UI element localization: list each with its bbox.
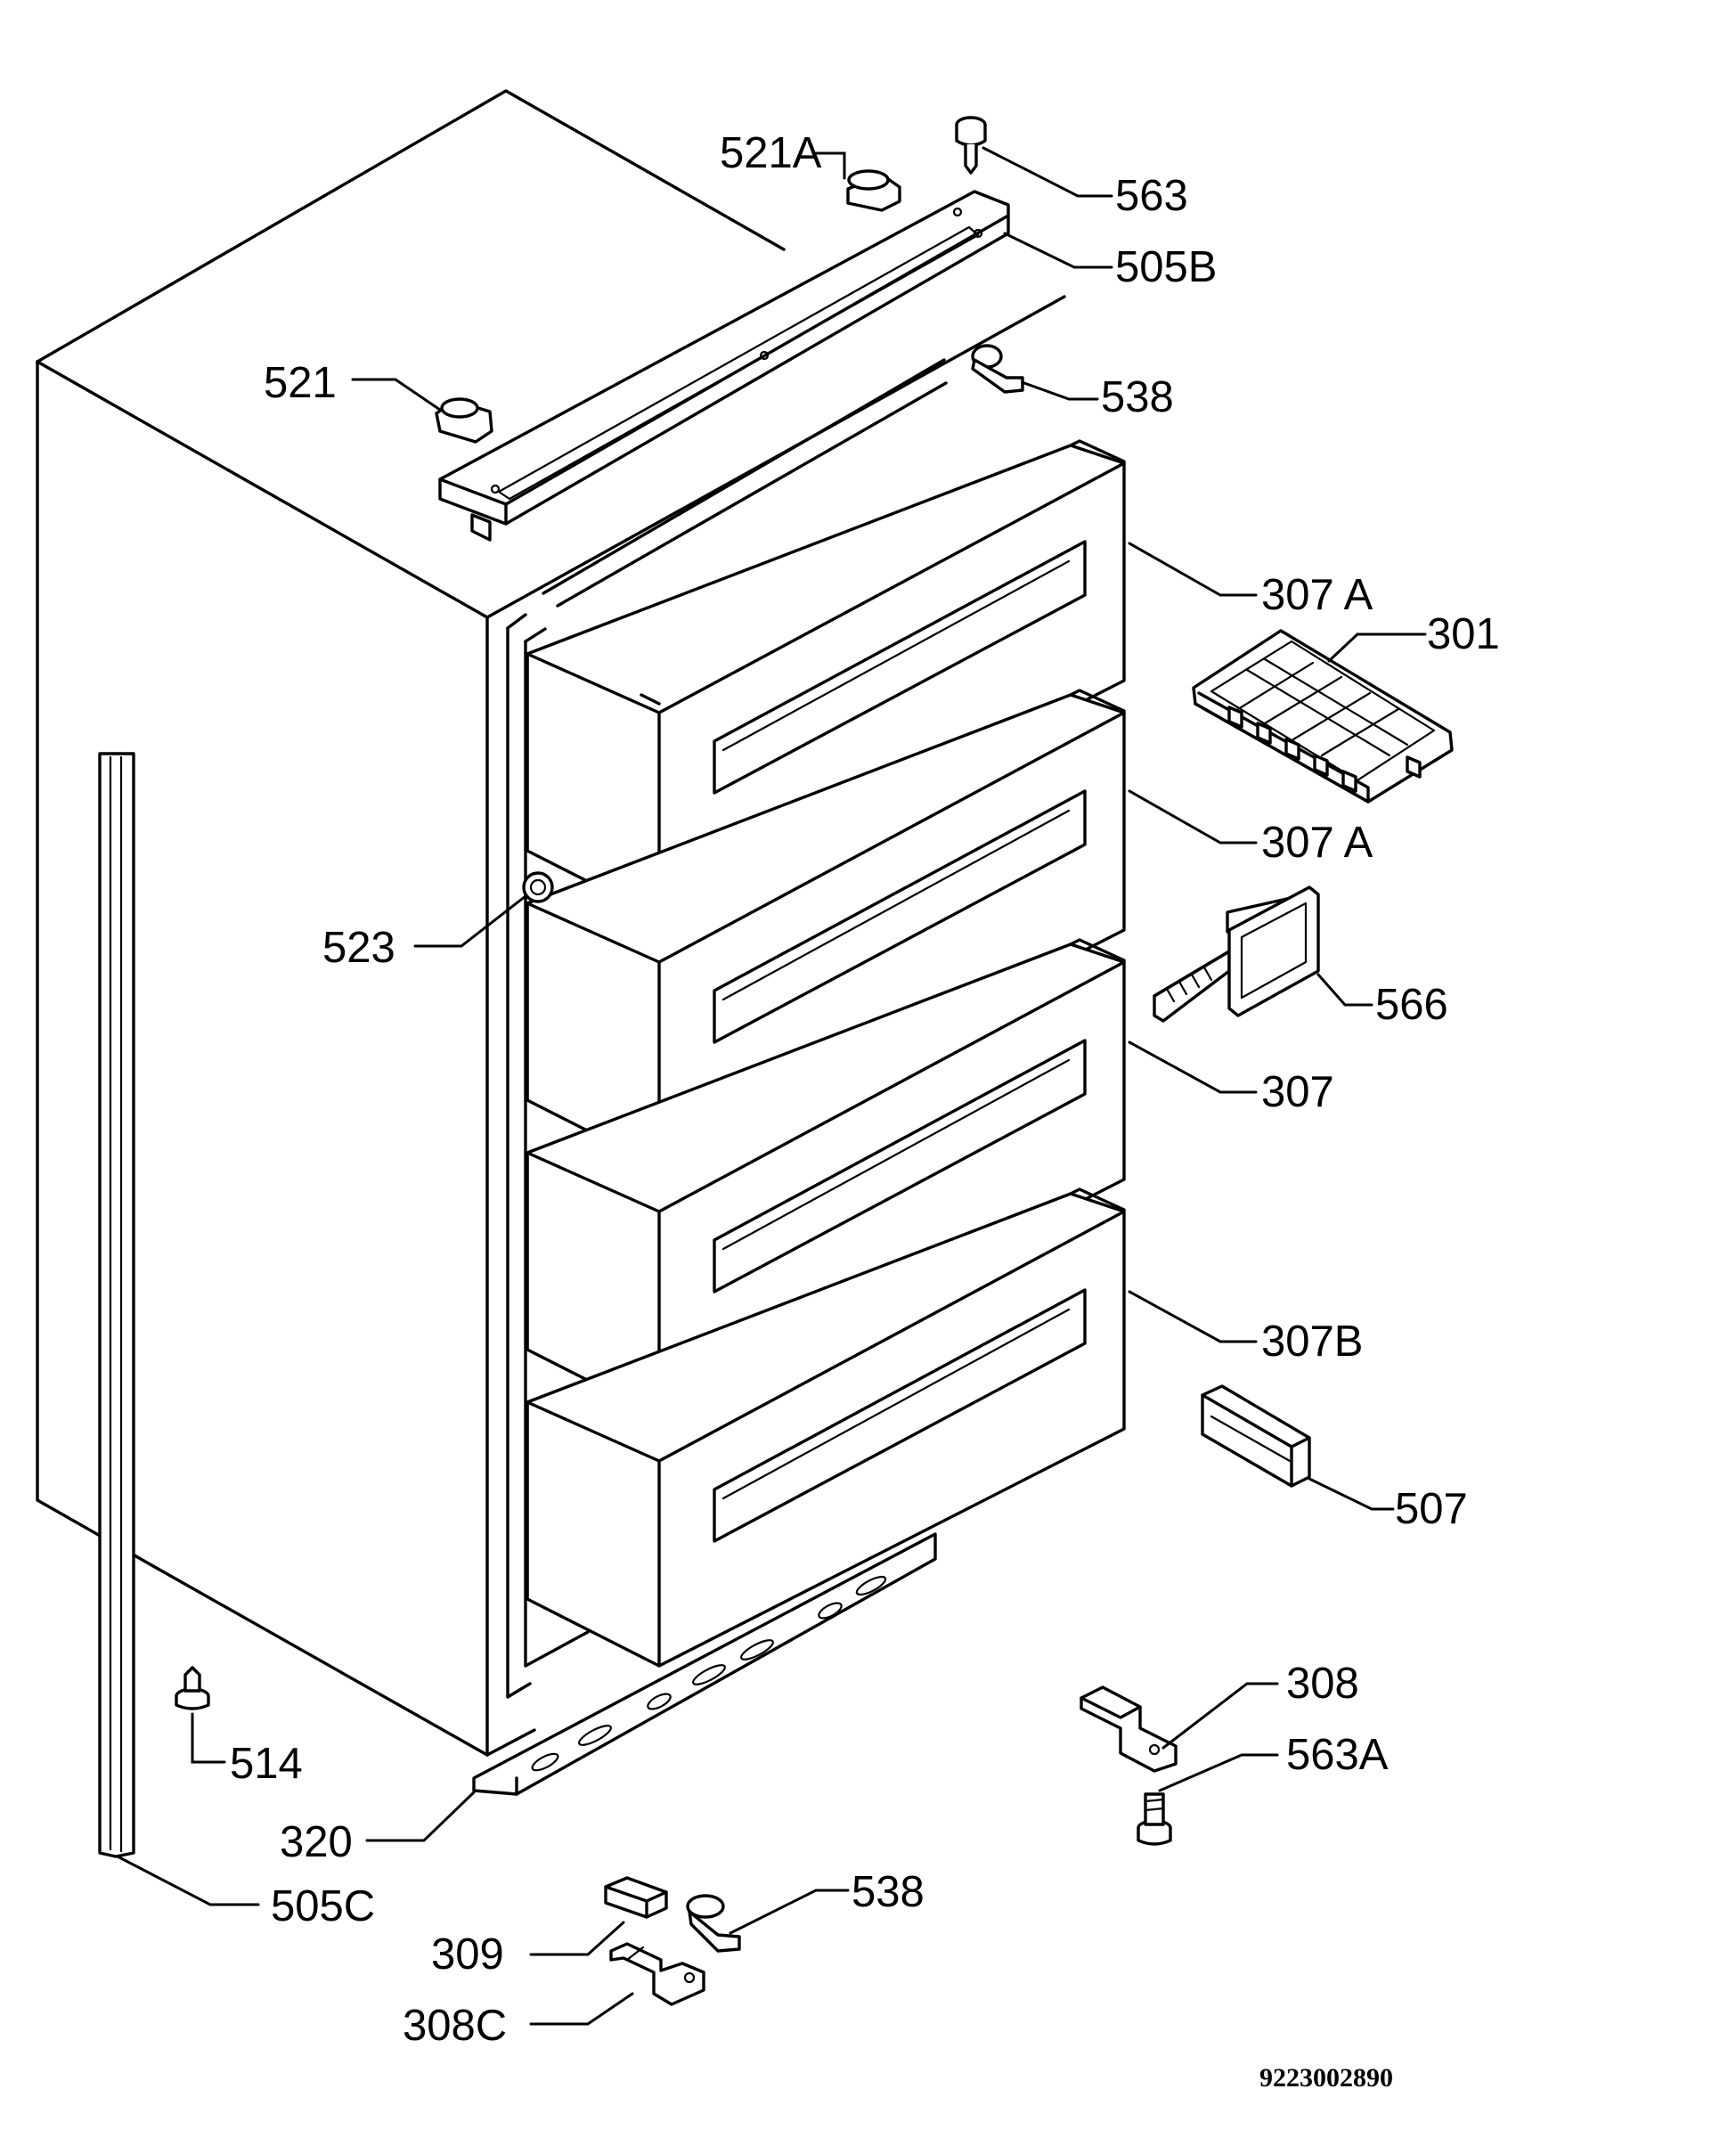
part-566-scraper [1153,885,1320,1023]
label-563: 563 [1115,172,1188,220]
top-rail-2 [556,381,948,608]
part-563a-screw [1137,1792,1172,1846]
top-rail [542,358,946,595]
label-514: 514 [230,1740,303,1788]
part-507 [1201,1384,1311,1488]
label-301: 301 [1427,610,1500,658]
part-308 [1080,1685,1178,1773]
drawer-307b [526,1187,1126,1668]
drawer-307 [526,938,1126,1418]
door-gasket-505c [98,752,135,1858]
cabinet [36,89,1066,1757]
drawing-code: 9223002890 [1259,2063,1393,2093]
part-521 [435,397,493,444]
label-307a-first: 307 A [1261,571,1373,619]
label-523: 523 [322,924,395,972]
label-505c: 505C [271,1882,375,1930]
part-labels: 521A 563 505B 521 538 307 A 301 307 A 52… [230,129,1500,2093]
part-538-bottom [686,1894,741,1953]
label-563a: 563A [1286,1731,1389,1779]
label-538-top: 538 [1101,373,1174,421]
part-309 [604,1876,668,1919]
bottom-hinge-bracket-320 [472,1532,937,1796]
label-307a-second: 307 A [1261,819,1373,867]
part-301-ice-tray [1192,629,1454,804]
label-507: 507 [1395,1485,1468,1533]
label-307: 307 [1261,1068,1334,1116]
leader-lines [116,146,1427,2026]
drawer-307a-top [526,439,1126,919]
label-566: 566 [1375,981,1448,1029]
part-563-screw [955,116,987,175]
drawer-307a-second [526,689,1126,1169]
label-308: 308 [1286,1660,1359,1708]
label-307b: 307B [1261,1318,1363,1366]
label-521a: 521A [720,129,822,177]
part-538-top [971,344,1024,394]
label-309: 309 [431,1930,504,1979]
label-521: 521 [264,359,337,407]
label-505b: 505B [1115,243,1217,291]
part-514 [175,1666,210,1710]
part-308c [609,1942,705,2006]
part-521a [846,169,901,212]
label-308c: 308C [403,2002,507,2050]
label-538-bottom: 538 [852,1868,925,1916]
label-320: 320 [280,1818,353,1866]
top-hinge-bracket-505b [438,190,1010,542]
part-523-knob [522,871,554,903]
